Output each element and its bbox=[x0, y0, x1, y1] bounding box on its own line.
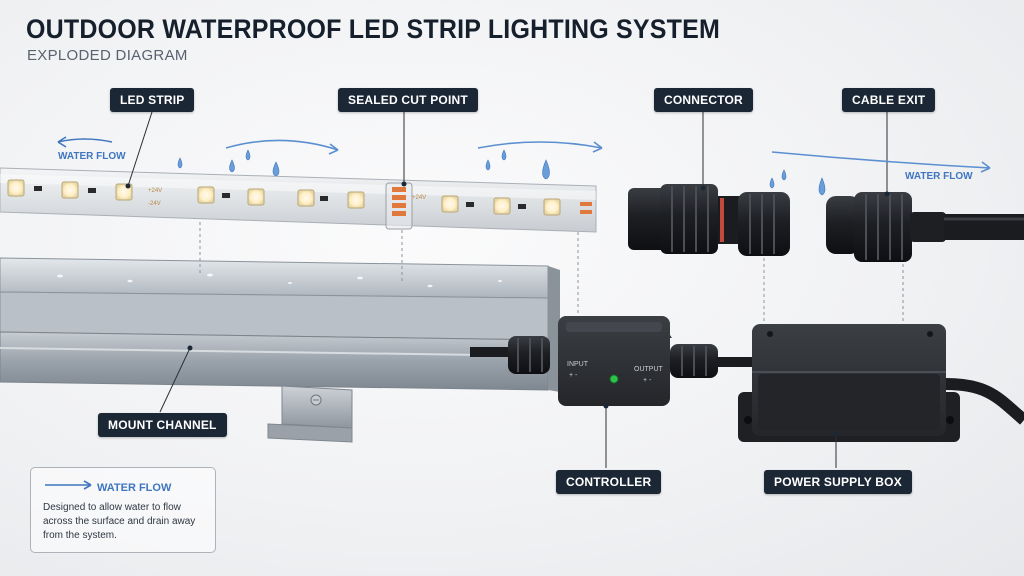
callout-connector: CONNECTOR bbox=[654, 88, 753, 112]
flow-arrow-icon bbox=[43, 479, 95, 491]
legend-description: Designed to allow water to flow across t… bbox=[43, 501, 211, 543]
cable-exit bbox=[826, 192, 1024, 262]
callout-cable-exit: CABLE EXIT bbox=[842, 88, 935, 112]
callout-power-supply-box: POWER SUPPLY BOX bbox=[764, 470, 912, 494]
flow-label-right: WATER FLOW bbox=[905, 171, 973, 182]
connector bbox=[628, 184, 790, 256]
callout-sealed-cut-point: SEALED CUT POINT bbox=[338, 88, 478, 112]
strip-marking-pos-2: +24V bbox=[412, 195, 426, 201]
mount-channel bbox=[0, 258, 560, 392]
controller-output-label: OUTPUT bbox=[634, 366, 664, 373]
mount-bracket bbox=[268, 386, 352, 442]
controller-input-polarity: + - bbox=[569, 372, 578, 379]
strip-marking-pos: +24V bbox=[148, 188, 162, 194]
callout-controller: CONTROLLER bbox=[556, 470, 661, 494]
controller-output-polarity: + - bbox=[643, 377, 652, 384]
callout-mount-channel: MOUNT CHANNEL bbox=[98, 413, 227, 437]
sealed-cut-point bbox=[386, 183, 412, 229]
callout-led-strip: LED STRIP bbox=[110, 88, 194, 112]
legend-title: WATER FLOW bbox=[97, 482, 171, 494]
flow-arrow-icon bbox=[772, 152, 990, 172]
page-title: OUTDOOR WATERPROOF LED STRIP LIGHTING SY… bbox=[26, 14, 720, 45]
cable-controller-psu bbox=[670, 344, 764, 378]
flow-arrow-icon bbox=[478, 142, 602, 152]
flow-arrow-icon bbox=[226, 140, 338, 154]
controller-input-label: INPUT bbox=[567, 361, 589, 368]
flow-arrow-icon bbox=[58, 137, 112, 147]
controller: INPUT + - OUTPUT + - bbox=[558, 316, 672, 406]
flow-label-left: WATER FLOW bbox=[58, 151, 126, 162]
led-strip: +24V -24V +24V bbox=[0, 168, 596, 232]
power-supply-box bbox=[738, 324, 1024, 442]
strip-marking-neg: -24V bbox=[148, 201, 161, 207]
page-subtitle: EXPLODED DIAGRAM bbox=[27, 47, 188, 64]
legend-box: WATER FLOW Designed to allow water to fl… bbox=[30, 467, 216, 553]
